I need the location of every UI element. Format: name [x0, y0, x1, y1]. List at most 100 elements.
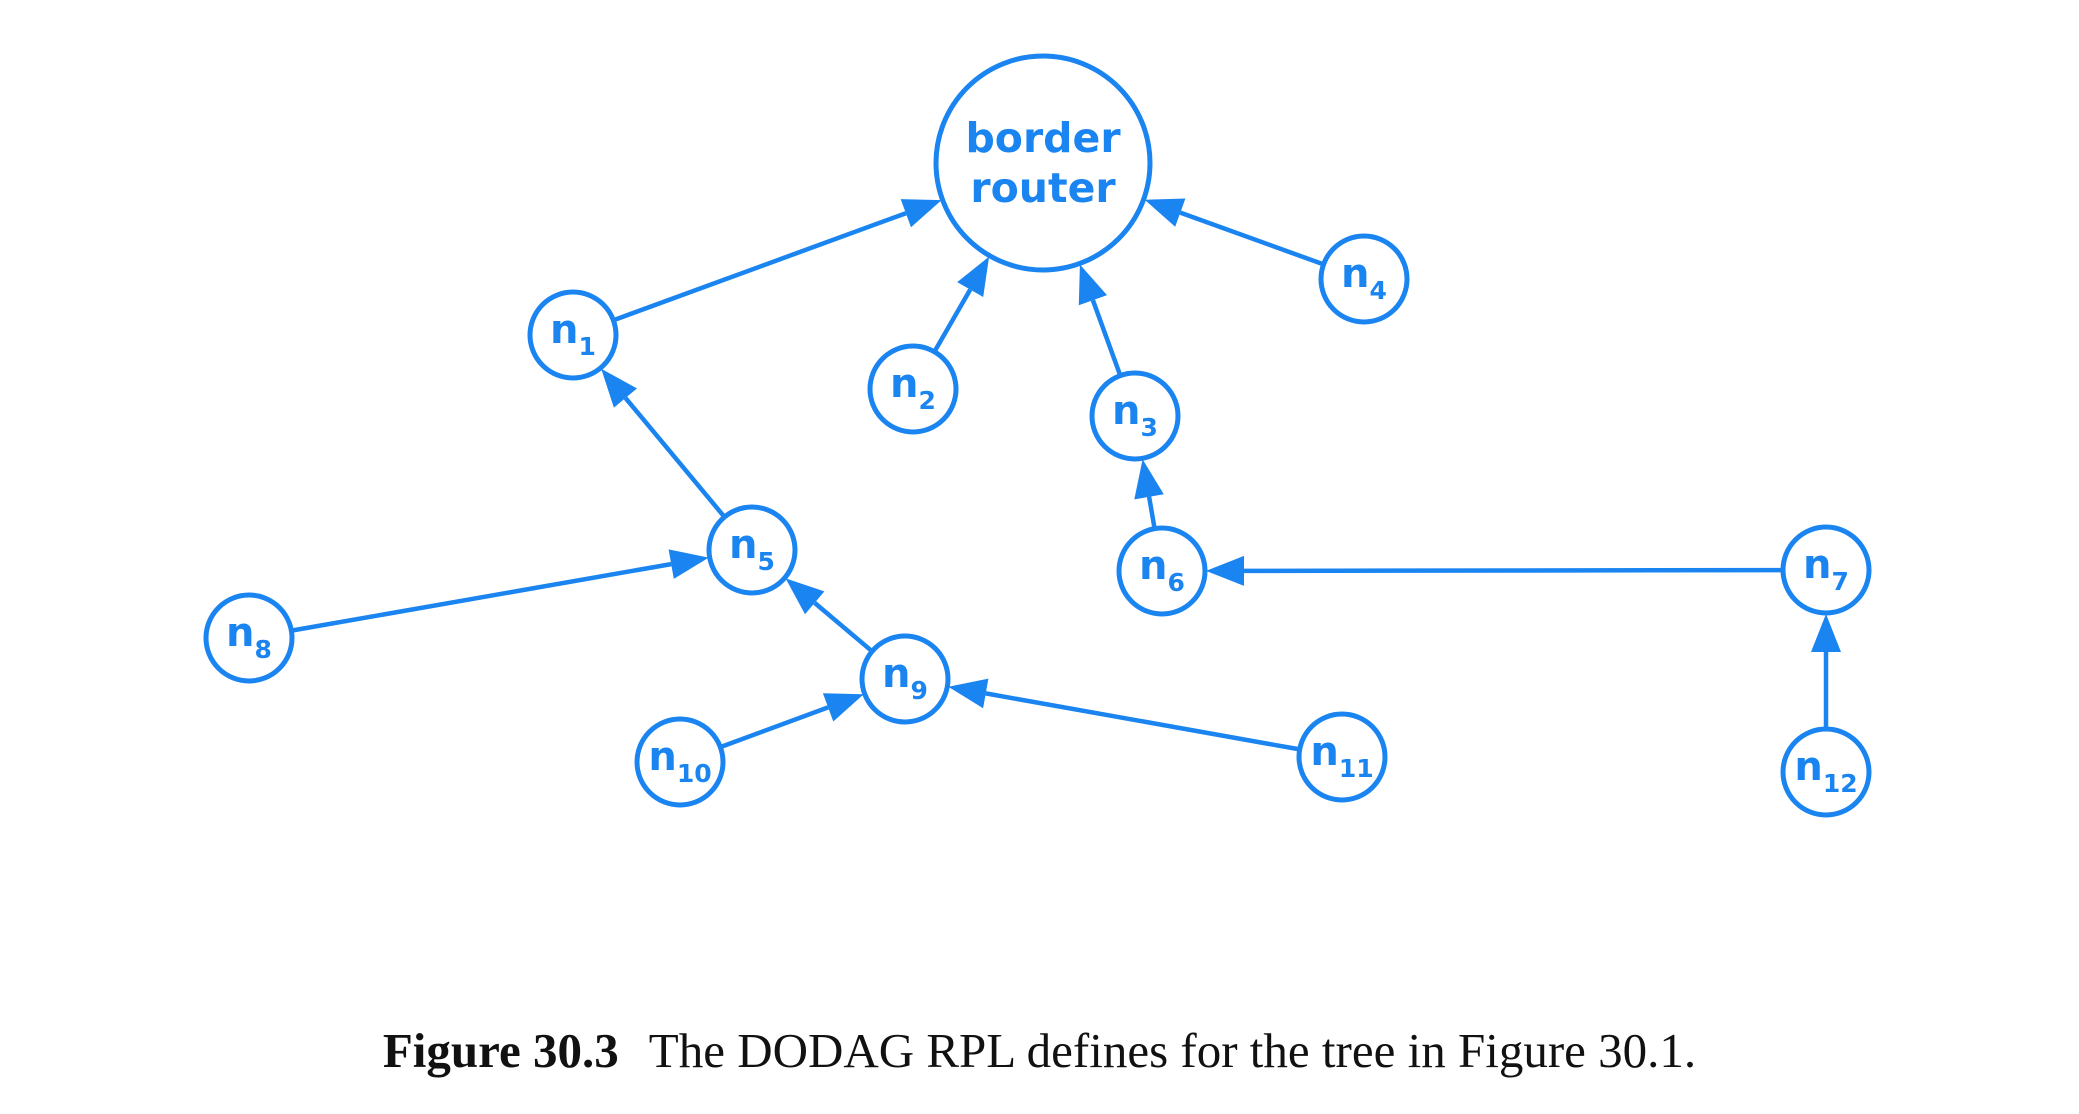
edge-line: [985, 691, 1301, 752]
node-label-subscript: 8: [255, 635, 272, 664]
node-label: n8: [226, 610, 272, 664]
node-circle: [1780, 726, 1872, 818]
node-circle: [706, 504, 798, 596]
arrowhead-icon: [1144, 198, 1186, 227]
node-label-base: n: [890, 361, 918, 407]
node-label-subscript: 5: [758, 547, 775, 576]
caption-text: The DODAG RPL defines for the tree in Fi…: [648, 1023, 1697, 1078]
arrowhead-icon: [948, 678, 989, 709]
node-label-subscript: 4: [1370, 276, 1387, 305]
caption-label: Figure 30.3: [382, 1023, 619, 1078]
edge-line: [1090, 299, 1123, 377]
node-label-base: n: [1310, 729, 1338, 775]
edge-n7-to-n6: [1206, 555, 1784, 586]
node-n12: n12: [1780, 726, 1872, 818]
arrowhead-icon: [1078, 264, 1107, 306]
edge-n2-to-border_router: [932, 256, 990, 353]
node-label-base: n: [1139, 543, 1167, 589]
node-n10: n10: [634, 716, 726, 808]
node-label-subscript: 7: [1832, 567, 1849, 596]
node-n6: n6: [1116, 525, 1208, 617]
node-n1: n1: [527, 289, 619, 381]
node-circle: [859, 633, 951, 725]
node-label-base: n: [1803, 542, 1831, 588]
edge-n12-to-n7: [1811, 614, 1841, 729]
node-label-base: n: [1341, 251, 1369, 297]
node-label: n7: [1803, 542, 1849, 596]
node-label-base: n: [550, 307, 578, 353]
node-circle: [867, 343, 959, 435]
edge-n10-to-n9: [719, 693, 864, 750]
node-label-subscript: 9: [911, 676, 928, 705]
edge-n11-to-n9: [948, 678, 1301, 752]
root-label-line: border: [965, 114, 1121, 162]
node-n5: n5: [706, 504, 798, 596]
node-label-subscript: 11: [1339, 754, 1374, 783]
node-n11: n11: [1296, 711, 1388, 803]
edge-n4-to-border_router: [1144, 198, 1325, 267]
node-label-subscript: 12: [1823, 769, 1858, 798]
node-n8: n8: [203, 592, 295, 684]
node-label-base: n: [882, 651, 910, 697]
node-label-subscript: 6: [1168, 568, 1185, 597]
node-label-subscript: 2: [919, 386, 936, 415]
figure-caption: Figure 30.3 The DODAG RPL defines for the…: [0, 1022, 2079, 1079]
node-label-base: n: [226, 610, 254, 656]
node-label: n5: [729, 522, 775, 576]
node-label-subscript: 3: [1141, 413, 1158, 442]
edge-line: [1179, 210, 1325, 267]
edge-line: [813, 601, 874, 654]
arrowhead-icon: [822, 693, 864, 722]
node-label: n2: [890, 361, 936, 415]
node-label: n3: [1112, 388, 1158, 442]
root-label-line: router: [970, 164, 1116, 212]
node-label-base: n: [648, 734, 676, 780]
node-label: n9: [882, 651, 928, 705]
node-circle: [203, 592, 295, 684]
edge-line: [932, 288, 973, 353]
node-n4: n4: [1318, 233, 1410, 325]
node-label: n4: [1341, 251, 1387, 305]
node-label: n1: [550, 307, 596, 361]
node-n2: n2: [867, 343, 959, 435]
node-label-base: n: [1112, 388, 1140, 434]
arrowhead-icon: [957, 256, 990, 297]
node-label-base: n: [1794, 744, 1822, 790]
arrowhead-icon: [785, 578, 825, 615]
node-n7: n7: [1780, 524, 1872, 616]
edges-layer: [291, 198, 1841, 752]
arrowhead-icon: [668, 549, 709, 579]
node-circle: [1780, 524, 1872, 616]
edge-line: [1243, 567, 1784, 574]
node-circle: [1089, 370, 1181, 462]
edge-n6-to-n3: [1134, 459, 1164, 529]
node-circle: [933, 53, 1153, 273]
node-label: n6: [1139, 543, 1185, 597]
node-circle: [1116, 525, 1208, 617]
node-circle: [1318, 233, 1410, 325]
node-circle: [634, 716, 726, 808]
arrowhead-icon: [1811, 614, 1841, 652]
node-label: n11: [1310, 729, 1373, 783]
edge-n5-to-n1: [601, 368, 727, 519]
node-label: n12: [1794, 744, 1857, 798]
node-label: n10: [648, 734, 711, 788]
arrowhead-icon: [1134, 459, 1164, 500]
arrowhead-icon: [601, 368, 637, 408]
node-n9: n9: [859, 633, 951, 725]
node-label-subscript: 1: [579, 332, 596, 361]
edge-n3-to-border_router: [1078, 264, 1123, 377]
node-label-subscript: 10: [677, 759, 712, 788]
edge-line: [291, 561, 672, 633]
edge-line: [1146, 496, 1157, 529]
edge-n9-to-n5: [785, 578, 874, 654]
arrowhead-icon: [900, 199, 942, 228]
edge-n8-to-n5: [291, 549, 709, 633]
edge-n1-to-border_router: [612, 199, 942, 323]
edge-line: [719, 705, 829, 750]
arrowhead-icon: [1206, 555, 1244, 586]
node-circle: [1296, 711, 1388, 803]
